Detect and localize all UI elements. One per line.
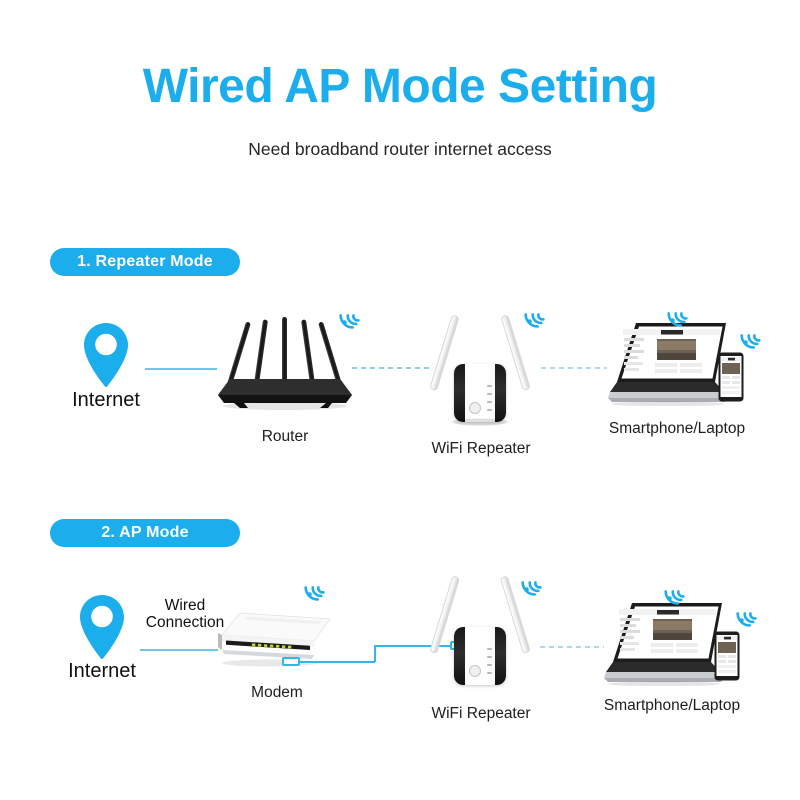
link-label-line2: Connection: [145, 614, 225, 632]
wifi-signal-icon: [524, 313, 545, 328]
link-label-wired-connection: Wired Connection: [125, 597, 245, 632]
node-label-internet-2: Internet: [68, 660, 136, 682]
wifi-repeater-icon: [424, 573, 536, 685]
wifi-router-icon: [218, 313, 352, 411]
wifi-signal-icon: [736, 612, 757, 627]
link-router-repeater: [352, 367, 430, 369]
smartphone-icon: [714, 631, 740, 681]
wifi-signal-icon: [304, 586, 325, 601]
ethernet-cable-segment: [374, 645, 456, 647]
node-label-wifi-repeater-1: WiFi Repeater: [431, 440, 531, 457]
wifi-repeater-icon: [424, 312, 536, 426]
wifi-signal-icon: [740, 334, 761, 349]
modem-icon: [218, 611, 338, 673]
ethernet-cable-segment: [299, 661, 375, 663]
link-label-line1: Wired: [164, 597, 206, 614]
map-pin-icon: [80, 595, 124, 660]
wifi-signal-icon: [339, 314, 360, 329]
page-title: Wired AP Mode Setting: [142, 60, 658, 113]
laptop-phone-icon: [604, 600, 728, 687]
node-label-smartphone-laptop-1: Smartphone/Laptop: [608, 420, 746, 437]
ethernet-plug-modem: [282, 657, 300, 666]
laptop-phone-icon: [608, 320, 732, 407]
link-repeater-devices-2: [540, 646, 604, 648]
section-badge-ap-mode: 2. AP Mode: [50, 519, 240, 547]
node-label-modem: Modem: [251, 684, 303, 701]
smartphone-icon: [718, 352, 744, 402]
page-subtitle: Need broadband router internet access: [248, 139, 552, 159]
wifi-signal-icon: [667, 312, 688, 327]
node-label-smartphone-laptop-2: Smartphone/Laptop: [603, 697, 741, 714]
node-label-router: Router: [261, 428, 309, 445]
node-label-internet-1: Internet: [72, 389, 140, 411]
wifi-signal-icon: [521, 581, 542, 596]
node-label-wifi-repeater-2: WiFi Repeater: [431, 705, 531, 722]
link-internet-router: [145, 368, 217, 370]
link-repeater-devices: [541, 367, 607, 369]
wifi-signal-icon: [664, 590, 685, 605]
link-internet-modem: [140, 649, 218, 651]
map-pin-icon: [84, 323, 128, 388]
ethernet-cable-segment: [374, 645, 376, 662]
section-badge-repeater-mode: 1. Repeater Mode: [50, 248, 240, 276]
